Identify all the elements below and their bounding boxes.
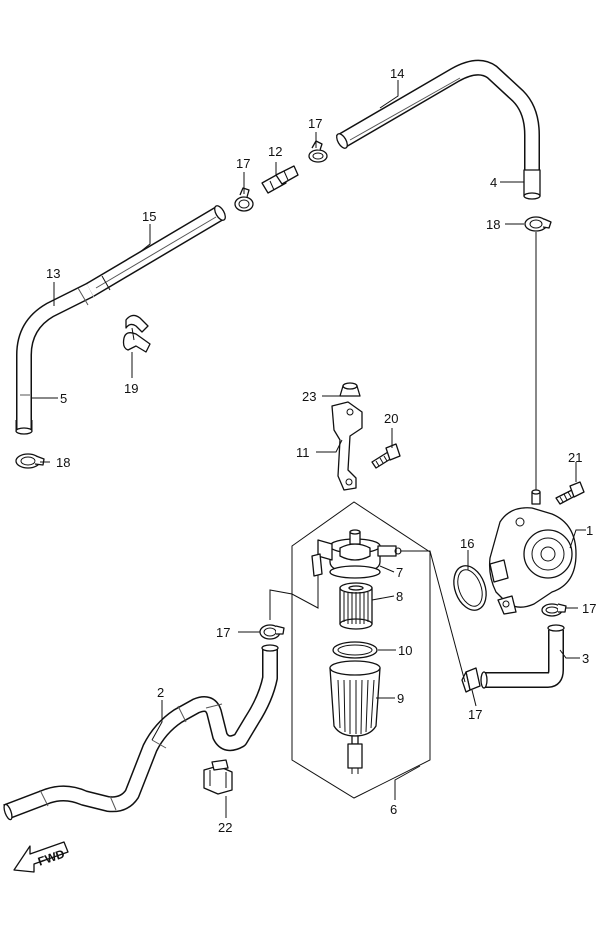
filter-assembly-outline-6: [291, 501, 431, 799]
joint-12: [261, 165, 299, 194]
callout-23: 23: [302, 389, 316, 404]
callout-19: 19: [124, 381, 138, 396]
hose-15: [85, 205, 226, 297]
callout-1: 1: [586, 523, 593, 538]
hose-clamp-17-right: [541, 603, 567, 617]
callout-22: 22: [218, 820, 232, 835]
callout-2: 2: [157, 685, 164, 700]
filter-element-8: [339, 582, 373, 630]
hose-clamp-17-upper-left: [234, 187, 254, 212]
callout-13: 13: [46, 266, 60, 281]
hose-clamp-17-top: [308, 140, 328, 163]
bracket-11: [331, 401, 363, 491]
callout-10: 10: [398, 643, 412, 658]
callout-16: 16: [460, 536, 474, 551]
bolt-21: [555, 481, 585, 505]
callout-17-top: 17: [308, 116, 322, 131]
filter-head-7: [311, 529, 402, 579]
callout-8: 8: [396, 589, 403, 604]
o-ring-10: [332, 641, 378, 659]
clip-19: [122, 314, 151, 353]
fwd-arrow-icon: FWD: [13, 841, 69, 873]
callout-7: 7: [396, 565, 403, 580]
callout-18-left: 18: [56, 455, 70, 470]
hose-14: [335, 59, 541, 200]
connection-line-filter-right: [400, 550, 466, 683]
hose-13: [15, 282, 94, 435]
callout-20: 20: [384, 411, 398, 426]
callout-14: 14: [390, 66, 404, 81]
callout-17-lower-right: 17: [468, 707, 482, 722]
hose-clamp-17-lower-left: [259, 624, 285, 640]
callout-11: 11: [296, 445, 310, 460]
fuel-pump-1: [488, 489, 577, 615]
leader-lines: [32, 80, 586, 818]
callout-17-upper-left: 17: [236, 156, 250, 171]
callout-4: 4: [490, 175, 497, 190]
filter-bowl-9: [329, 660, 381, 774]
hose-3: [480, 624, 565, 689]
callout-15: 15: [142, 209, 156, 224]
bolt-20: [371, 443, 401, 469]
callout-3: 3: [582, 651, 589, 666]
callout-18-right: 18: [486, 217, 500, 232]
hose-clamp-18-left: [15, 453, 45, 469]
hose-2: [3, 644, 279, 821]
callout-6: 6: [390, 802, 397, 817]
callout-5: 5: [60, 391, 67, 406]
callout-17-right: 17: [582, 601, 596, 616]
hose-clamp-18-right: [524, 216, 552, 232]
callout-labels: 1 2 3 4 5 6 7 8 9 10 11 12 13 14 15 16 1…: [46, 66, 596, 835]
callout-21: 21: [568, 450, 582, 465]
callout-9: 9: [397, 691, 404, 706]
o-ring-16: [453, 565, 487, 611]
callout-17-lower-left: 17: [216, 625, 230, 640]
connection-line-filter-left: [269, 575, 319, 620]
callout-12: 12: [268, 144, 282, 159]
clip-22: [203, 759, 233, 795]
nut-23: [339, 382, 361, 397]
